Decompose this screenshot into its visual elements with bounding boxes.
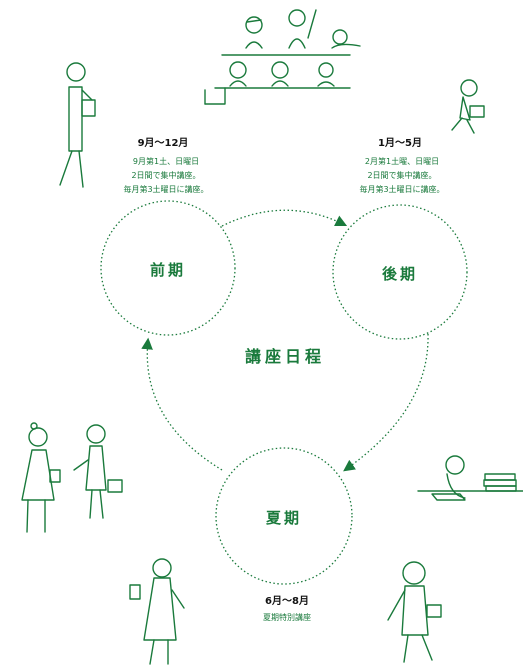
studying-student-icon xyxy=(417,455,523,501)
woman-with-book-icon xyxy=(129,558,185,665)
note-zenki-2: 2日間で集中講座。 xyxy=(131,170,200,180)
two-women-talking-icon xyxy=(21,422,123,533)
note-kouki-3: 毎月第3土曜日に講座。 xyxy=(359,184,444,194)
term-circle-kaki xyxy=(215,447,353,585)
arrow-kaki-to-zenki xyxy=(141,337,223,471)
center-title: 講座日程 xyxy=(245,347,325,366)
note-kaki-1: 夏期特別講座 xyxy=(263,612,311,622)
term-circle-zenki xyxy=(100,200,236,336)
term-circle-kouki xyxy=(332,204,468,340)
arrow-zenki-to-kouki xyxy=(221,209,348,227)
man-with-bag-icon xyxy=(387,561,442,663)
range-kouki: 1月～5月 xyxy=(378,137,422,149)
term-name-kaki: 夏期 xyxy=(265,509,302,527)
classroom-students-icon xyxy=(204,9,361,105)
walking-student-icon xyxy=(59,62,96,188)
running-student-icon xyxy=(451,79,485,134)
note-kouki-1: 2月第1土曜、日曜日 xyxy=(365,156,439,166)
range-kaki: 6月～8月 xyxy=(265,595,309,607)
note-zenki-1: 9月第1土、日曜日 xyxy=(133,156,199,166)
note-zenki-3: 毎月第3土曜日に講座。 xyxy=(123,184,208,194)
note-kouki-2: 2日間で集中講座。 xyxy=(367,170,436,180)
range-zenki: 9月～12月 xyxy=(138,137,189,149)
term-name-zenki: 前期 xyxy=(150,261,186,279)
term-name-kouki: 後期 xyxy=(381,265,418,283)
arrow-kouki-to-kaki xyxy=(343,333,429,472)
